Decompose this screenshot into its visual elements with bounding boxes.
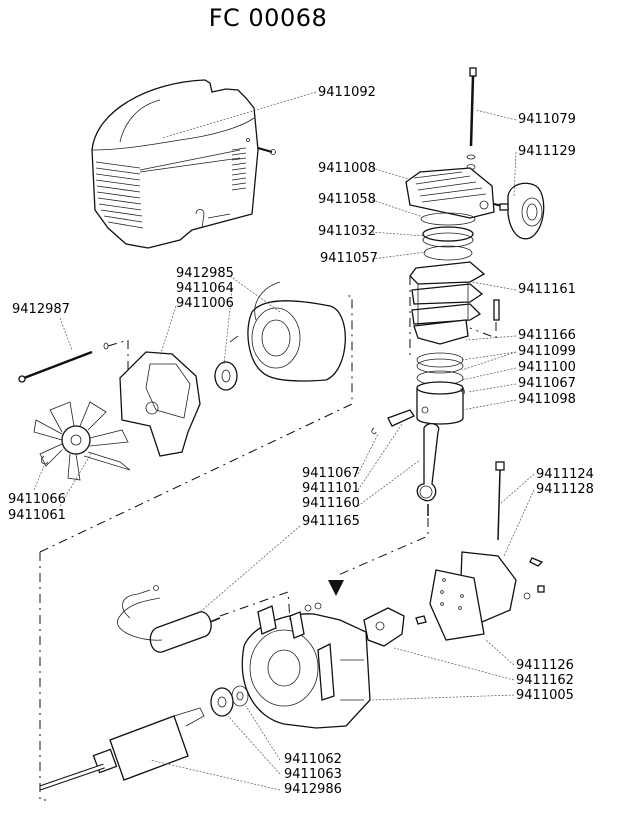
part-label: 9411099 — [518, 344, 576, 359]
part-label: 9411098 — [518, 392, 576, 407]
fan-shield-part — [119, 351, 201, 457]
part-label: 9411124 — [536, 467, 594, 482]
part-label: 9411166 — [518, 328, 576, 343]
assembly-line-cap — [219, 591, 291, 621]
part-label: 9411067 — [518, 376, 576, 391]
part-label: 9411165 — [302, 514, 360, 529]
part-label: 9411092 — [318, 85, 376, 100]
part-label: 9411079 — [518, 112, 576, 127]
part-label: 9411057 — [320, 251, 378, 266]
crankcase-part — [241, 602, 371, 729]
part-label: 9411100 — [518, 360, 576, 375]
cylinder-part — [409, 261, 500, 345]
part-label: 9411064 — [176, 281, 234, 296]
rotor-part — [39, 707, 205, 791]
capacitor-part — [117, 585, 221, 653]
rear-bearing-part — [210, 685, 249, 717]
assembly-line-crank — [335, 518, 429, 577]
diagram-title-text: FC 00068 — [208, 4, 328, 32]
part-label: 9411126 — [516, 658, 574, 673]
arrow-down-icon — [328, 580, 344, 596]
crankcase-cover-part — [415, 551, 545, 641]
counterweight-part — [363, 607, 405, 647]
tie-rod-part — [466, 67, 477, 170]
part-label: 9411101 — [302, 481, 360, 496]
part-label: 9411008 — [318, 161, 376, 176]
part-label: 9411066 — [8, 492, 66, 507]
part-label: 9411061 — [8, 508, 66, 523]
assembly-line-left — [39, 552, 46, 801]
air-filter-part — [499, 182, 545, 240]
part-label: 9411006 — [176, 296, 234, 311]
cover-part — [91, 79, 276, 249]
assembly-line-motor — [39, 295, 353, 553]
part-label: 9411128 — [536, 482, 594, 497]
part-label: 9411005 — [516, 688, 574, 703]
fan-part — [33, 401, 131, 481]
cylinder-head-part — [405, 167, 503, 219]
piston-part — [416, 352, 465, 425]
part-label: 9411129 — [518, 144, 576, 159]
assembly-line-bolt — [107, 339, 129, 370]
through-bolt-part — [18, 342, 109, 383]
stator-part — [214, 281, 346, 391]
conrod-part — [371, 409, 440, 516]
diagram-title: FC 00068 — [0, 4, 640, 32]
dipstick-part — [495, 461, 505, 541]
part-label: 9411160 — [302, 496, 360, 511]
part-label: 9411063 — [284, 767, 342, 782]
part-label: 9412987 — [12, 302, 70, 317]
part-label: 9411032 — [318, 224, 376, 239]
part-label: 9411062 — [284, 752, 342, 767]
part-label: 9411058 — [318, 192, 376, 207]
leader-lines — [33, 91, 535, 791]
part-label: 9412986 — [284, 782, 342, 797]
part-label: 9411067 — [302, 466, 360, 481]
part-label: 9411162 — [516, 673, 574, 688]
gasket-stack — [420, 212, 476, 261]
part-label: 9411161 — [518, 282, 576, 297]
part-label: 9412985 — [176, 266, 234, 281]
